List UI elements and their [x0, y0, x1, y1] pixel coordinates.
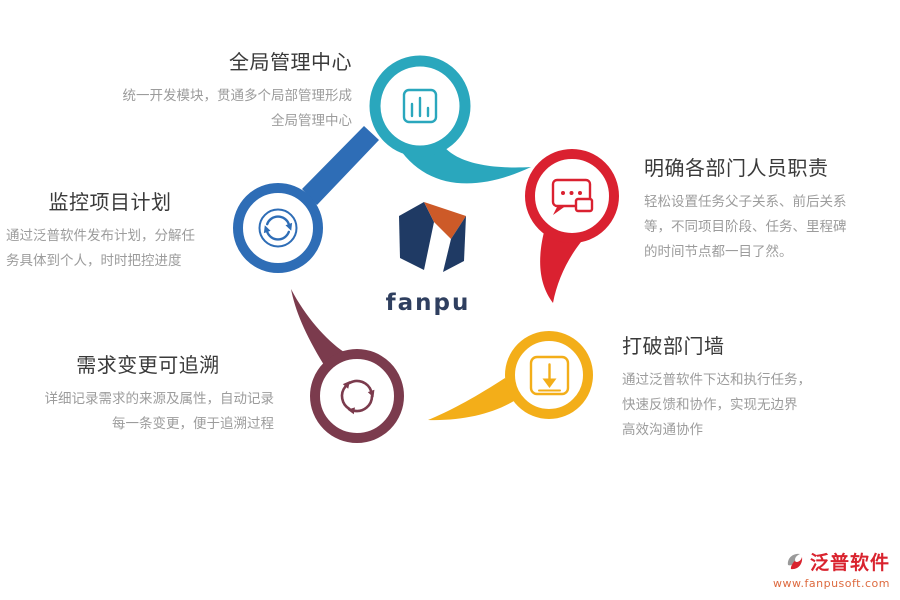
node-ring-duties — [525, 149, 619, 243]
node-title-global: 全局管理中心 — [229, 52, 352, 74]
fanpu-logo — [399, 202, 466, 272]
bar-chart-icon — [402, 88, 438, 124]
fanpu-logo-orange-stripe — [424, 202, 466, 239]
fanpu-logo-left-band — [399, 202, 434, 270]
node-title-trace: 需求变更可追溯 — [76, 355, 220, 377]
node-description-trace: 详细记录需求的来源及属性，自动记录 每一条变更，便于追溯过程 — [44, 391, 275, 431]
tail-swoosh-trace — [291, 289, 344, 365]
brand-wordmark: fanpu — [385, 290, 471, 316]
node-description-monitor: 通过泛普软件发布计划，分解任 务具体到个人，时时把控进度 — [6, 228, 195, 268]
node-description-global: 统一开发模块，贯通多个局部管理形成 全局管理中心 — [122, 88, 353, 128]
footer-url[interactable]: www.fanpusoft.com — [773, 577, 890, 590]
tail-swoosh-monitor — [302, 126, 379, 205]
node-ring-trace — [310, 349, 404, 443]
tail-swoosh-duties — [540, 228, 590, 303]
node-label-global: 全局管理中心 统一开发模块，贯通多个局部管理形成 全局管理中心 — [52, 46, 353, 134]
node-label-walls: 打破部门墙 通过泛普软件下达和执行任务， 快速反馈和协作，实现无边界 高效沟通协… — [622, 330, 882, 443]
tail-swoosh-walls — [428, 378, 514, 421]
chat-bubbles-icon — [551, 178, 594, 215]
node-description-walls: 通过泛普软件下达和执行任务， 快速反馈和协作，实现无边界 高效沟通协作 — [622, 372, 811, 437]
fanpu-logo-right-band — [443, 216, 466, 272]
node-label-duties: 明确各部门人员职责 轻松设置任务父子关系、前后关系 等，不同项目阶段、任务、里程… — [644, 152, 896, 265]
footer-logo-icon — [787, 553, 803, 569]
sync-arrows-icon — [258, 208, 298, 248]
node-title-duties: 明确各部门人员职责 — [644, 158, 829, 180]
inbox-download-icon — [529, 355, 570, 396]
footer-brand-text: 泛普软件 — [809, 553, 890, 574]
recycle-arrows-icon — [340, 379, 375, 415]
node-ring-monitor — [233, 183, 323, 273]
node-label-monitor: 监控项目计划 通过泛普软件发布计划，分解任 务具体到个人，时时把控进度 — [6, 186, 214, 274]
footer-watermark: 泛普软件 www.fanpusoft.com — [773, 548, 890, 590]
footer-brand-row: 泛普软件 — [773, 548, 890, 575]
node-title-monitor: 监控项目计划 — [48, 192, 172, 214]
node-description-duties: 轻松设置任务父子关系、前后关系 等，不同项目阶段、任务、里程碑 的时间节点都一目… — [644, 194, 847, 259]
node-label-trace: 需求变更可追溯 详细记录需求的来源及属性，自动记录 每一条变更，便于追溯过程 — [22, 349, 275, 437]
node-title-walls: 打破部门墙 — [622, 336, 725, 358]
